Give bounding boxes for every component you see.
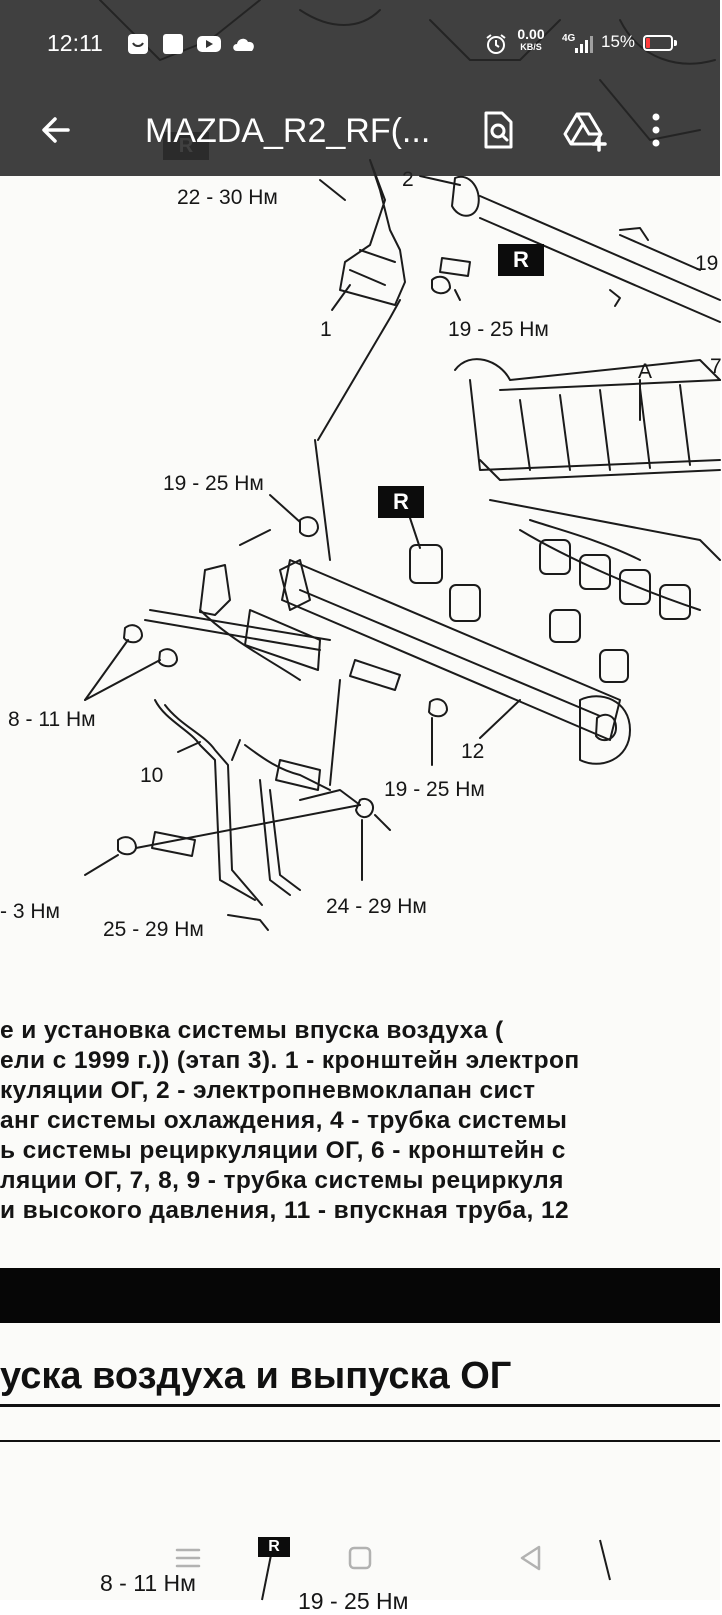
battery-level-fill	[646, 38, 650, 48]
app-bar: MAZDA_R2_RF(...	[0, 88, 720, 176]
add-to-drive-button[interactable]	[557, 102, 613, 158]
network-speed-unit: KB/S	[520, 42, 542, 52]
battery-percent: 15%	[601, 32, 636, 51]
recents-button[interactable]	[168, 1538, 208, 1578]
torque-label: 8 - 11 Нм	[100, 1570, 196, 1596]
callout-number: 1	[320, 318, 332, 341]
caption-line: ляции ОГ, 7, 8, 9 - трубка системы рецир…	[0, 1167, 564, 1194]
caption-line: е и установка системы впуска воздуха (	[0, 1017, 504, 1044]
section-band	[0, 1268, 720, 1323]
home-square-icon	[348, 1546, 372, 1570]
caption-line: анг системы охлаждения, 4 - трубка систе…	[0, 1107, 568, 1134]
divider	[0, 1404, 720, 1407]
app-notification-icon	[127, 33, 149, 55]
back-triangle-icon	[520, 1545, 541, 1571]
callout-number: 7	[710, 355, 722, 378]
arrow-left-icon	[42, 117, 70, 143]
caption-line: ь системы рециркуляции ОГ, 6 - кронштейн…	[0, 1137, 566, 1164]
add-to-drive-icon	[563, 112, 607, 152]
caption-line: и высокого давления, 11 - впускная труба…	[0, 1197, 570, 1224]
top-overlay: 12:11 0.00 KB/S 4G 15%	[0, 0, 720, 176]
figure-caption: е и установка системы впуска воздуха ( е…	[0, 1016, 720, 1226]
home-button[interactable]	[340, 1538, 380, 1578]
r-badge: R	[378, 486, 424, 518]
back-button[interactable]	[28, 102, 84, 158]
caption-line: куляции ОГ, 2 - электропневмоклапан сист	[0, 1077, 536, 1104]
find-in-document-button[interactable]	[470, 102, 526, 158]
clock: 12:11	[47, 30, 103, 56]
r-badge: R	[498, 244, 544, 276]
signal-icon	[574, 33, 594, 55]
more-vertical-icon	[652, 113, 660, 147]
cloud-icon	[231, 33, 257, 55]
network-speed: 0.00 KB/S	[514, 26, 548, 53]
torque-label: 8 - 11 Нм	[8, 708, 96, 731]
document-search-icon	[484, 111, 513, 149]
torque-label: 19 - 25 Нм	[298, 1588, 409, 1614]
battery-icon	[643, 35, 673, 51]
torque-label: 22 - 30 Нм	[177, 186, 278, 209]
caption-line: ели с 1999 г.)) (этап 3). 1 - кронштейн …	[0, 1047, 580, 1074]
callout-number: 10	[140, 764, 164, 787]
torque-label: 24 - 29 Нм	[326, 895, 427, 918]
recents-menu-icon	[175, 1548, 201, 1568]
engine-intake-diagram	[84, 0, 721, 931]
r-badge: R	[258, 1537, 290, 1557]
torque-label: 19 - 25 Нм	[163, 472, 264, 495]
battery-tip	[674, 40, 677, 46]
torque-label: 19 - 25 Нм	[384, 778, 485, 801]
torque-label: 19 - 25 Нм	[448, 318, 549, 341]
more-options-button[interactable]	[636, 102, 676, 158]
network-type: 4G	[562, 33, 576, 44]
youtube-icon	[196, 33, 222, 55]
divider	[0, 1440, 720, 1442]
document-title: MAZDA_R2_RF(...	[145, 112, 431, 150]
callout-number: 2	[402, 168, 414, 191]
torque-label: 25 - 29 Нм	[103, 918, 204, 941]
network-speed-value: 0.00	[517, 26, 545, 42]
callout-number: 19	[695, 252, 719, 275]
square-notification-icon	[162, 33, 184, 55]
torque-label: - 3 Нм	[0, 900, 60, 923]
status-bar: 12:11 0.00 KB/S 4G 15%	[0, 0, 720, 88]
callout-letter: A	[638, 360, 653, 383]
alarm-icon	[484, 33, 508, 55]
lower-diagram-fragment	[261, 1539, 611, 1601]
section-heading: уска воздуха и выпуска ОГ	[0, 1355, 512, 1397]
system-back-button[interactable]	[511, 1538, 551, 1578]
callout-number: 12	[461, 740, 485, 763]
